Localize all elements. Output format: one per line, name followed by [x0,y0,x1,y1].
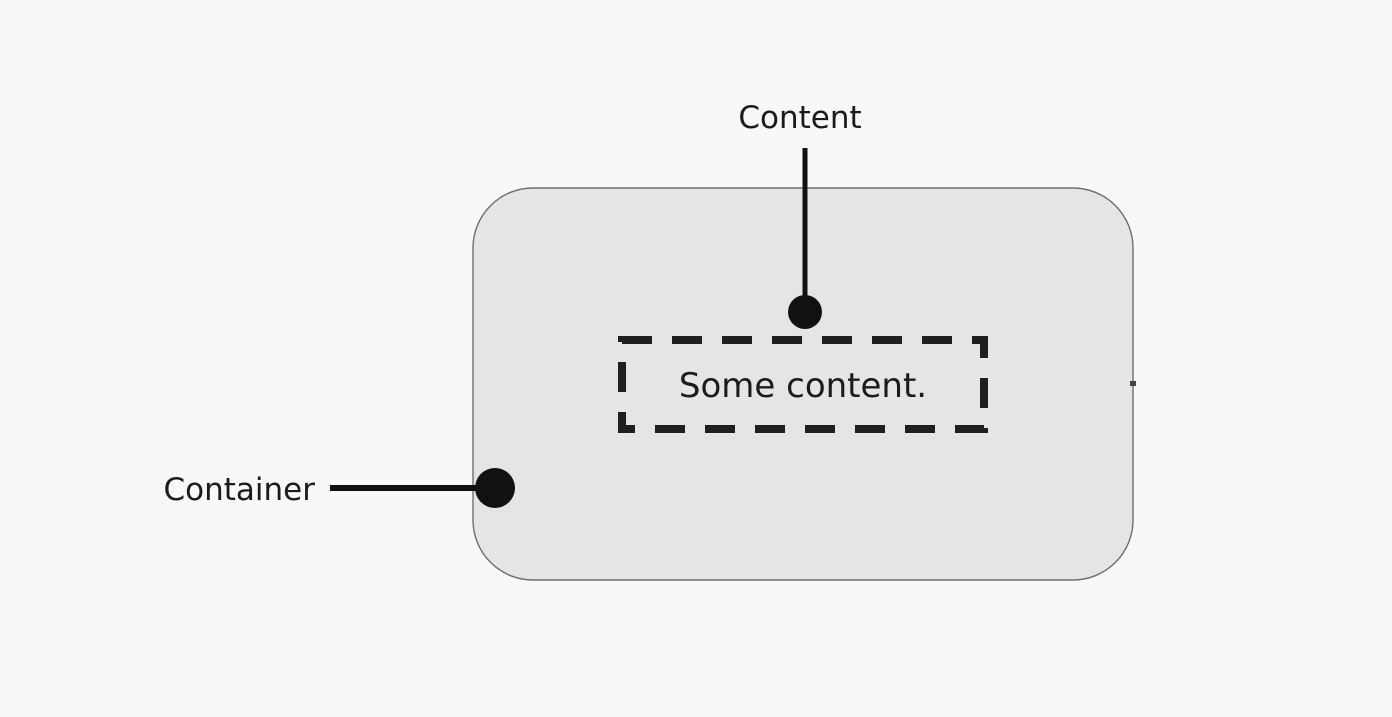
content-box[interactable] [618,336,988,433]
container-anchor-dot[interactable] [475,468,515,508]
content-annotation-label: Content [738,100,861,136]
container-annotation-label: Container [164,472,316,508]
right-edge-nub-marker [1130,381,1136,386]
content-box-text: Some content. [679,366,927,406]
content-anchor-dot[interactable] [788,295,822,329]
